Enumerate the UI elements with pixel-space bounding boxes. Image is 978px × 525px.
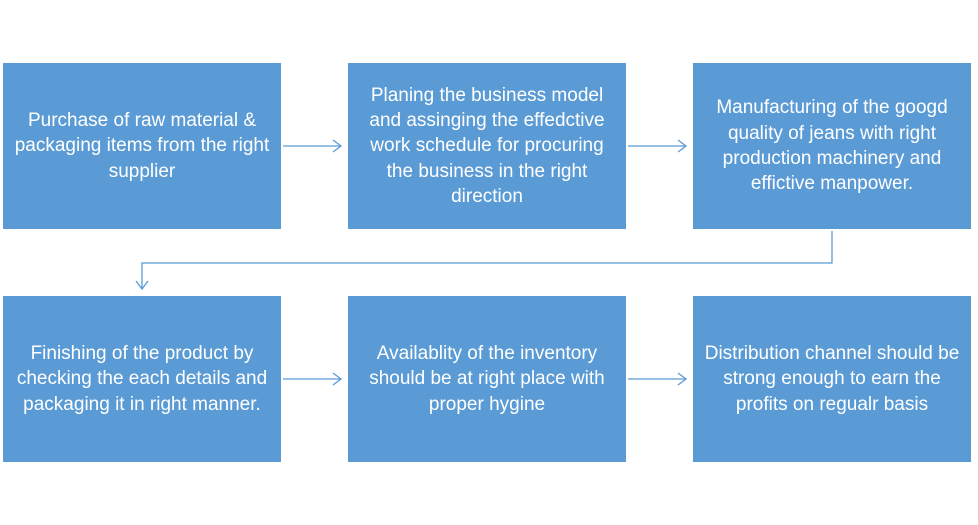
arrow-step3-to-step4 [135, 231, 833, 291]
arrow-step2-to-step3 [628, 139, 688, 153]
step-text-5: Availablity of the inventory should be a… [369, 343, 605, 415]
step-box-3: Manufacturing of the googd quality of je… [693, 63, 971, 229]
arrow-step5-to-step6 [628, 372, 688, 386]
arrow-step4-to-step5 [283, 372, 343, 386]
step-box-4: Finishing of the product by checking the… [3, 296, 281, 462]
step-box-6: Distribution channel should be strong en… [693, 296, 971, 462]
step-text-6: Distribution channel should be strong en… [704, 343, 960, 415]
step-text-1: Purchase of raw material & packaging ite… [14, 110, 270, 182]
step-box-1: Purchase of raw material & packaging ite… [3, 63, 281, 229]
arrow-step1-to-step2 [283, 139, 343, 153]
step-text-3: Manufacturing of the googd quality of je… [716, 97, 948, 195]
step-text-2: Planing the business model and assinging… [369, 84, 605, 207]
step-box-2: Planing the business model and assinging… [348, 63, 626, 229]
step-text-4: Finishing of the product by checking the… [16, 343, 268, 415]
step-box-5: Availablity of the inventory should be a… [348, 296, 626, 462]
